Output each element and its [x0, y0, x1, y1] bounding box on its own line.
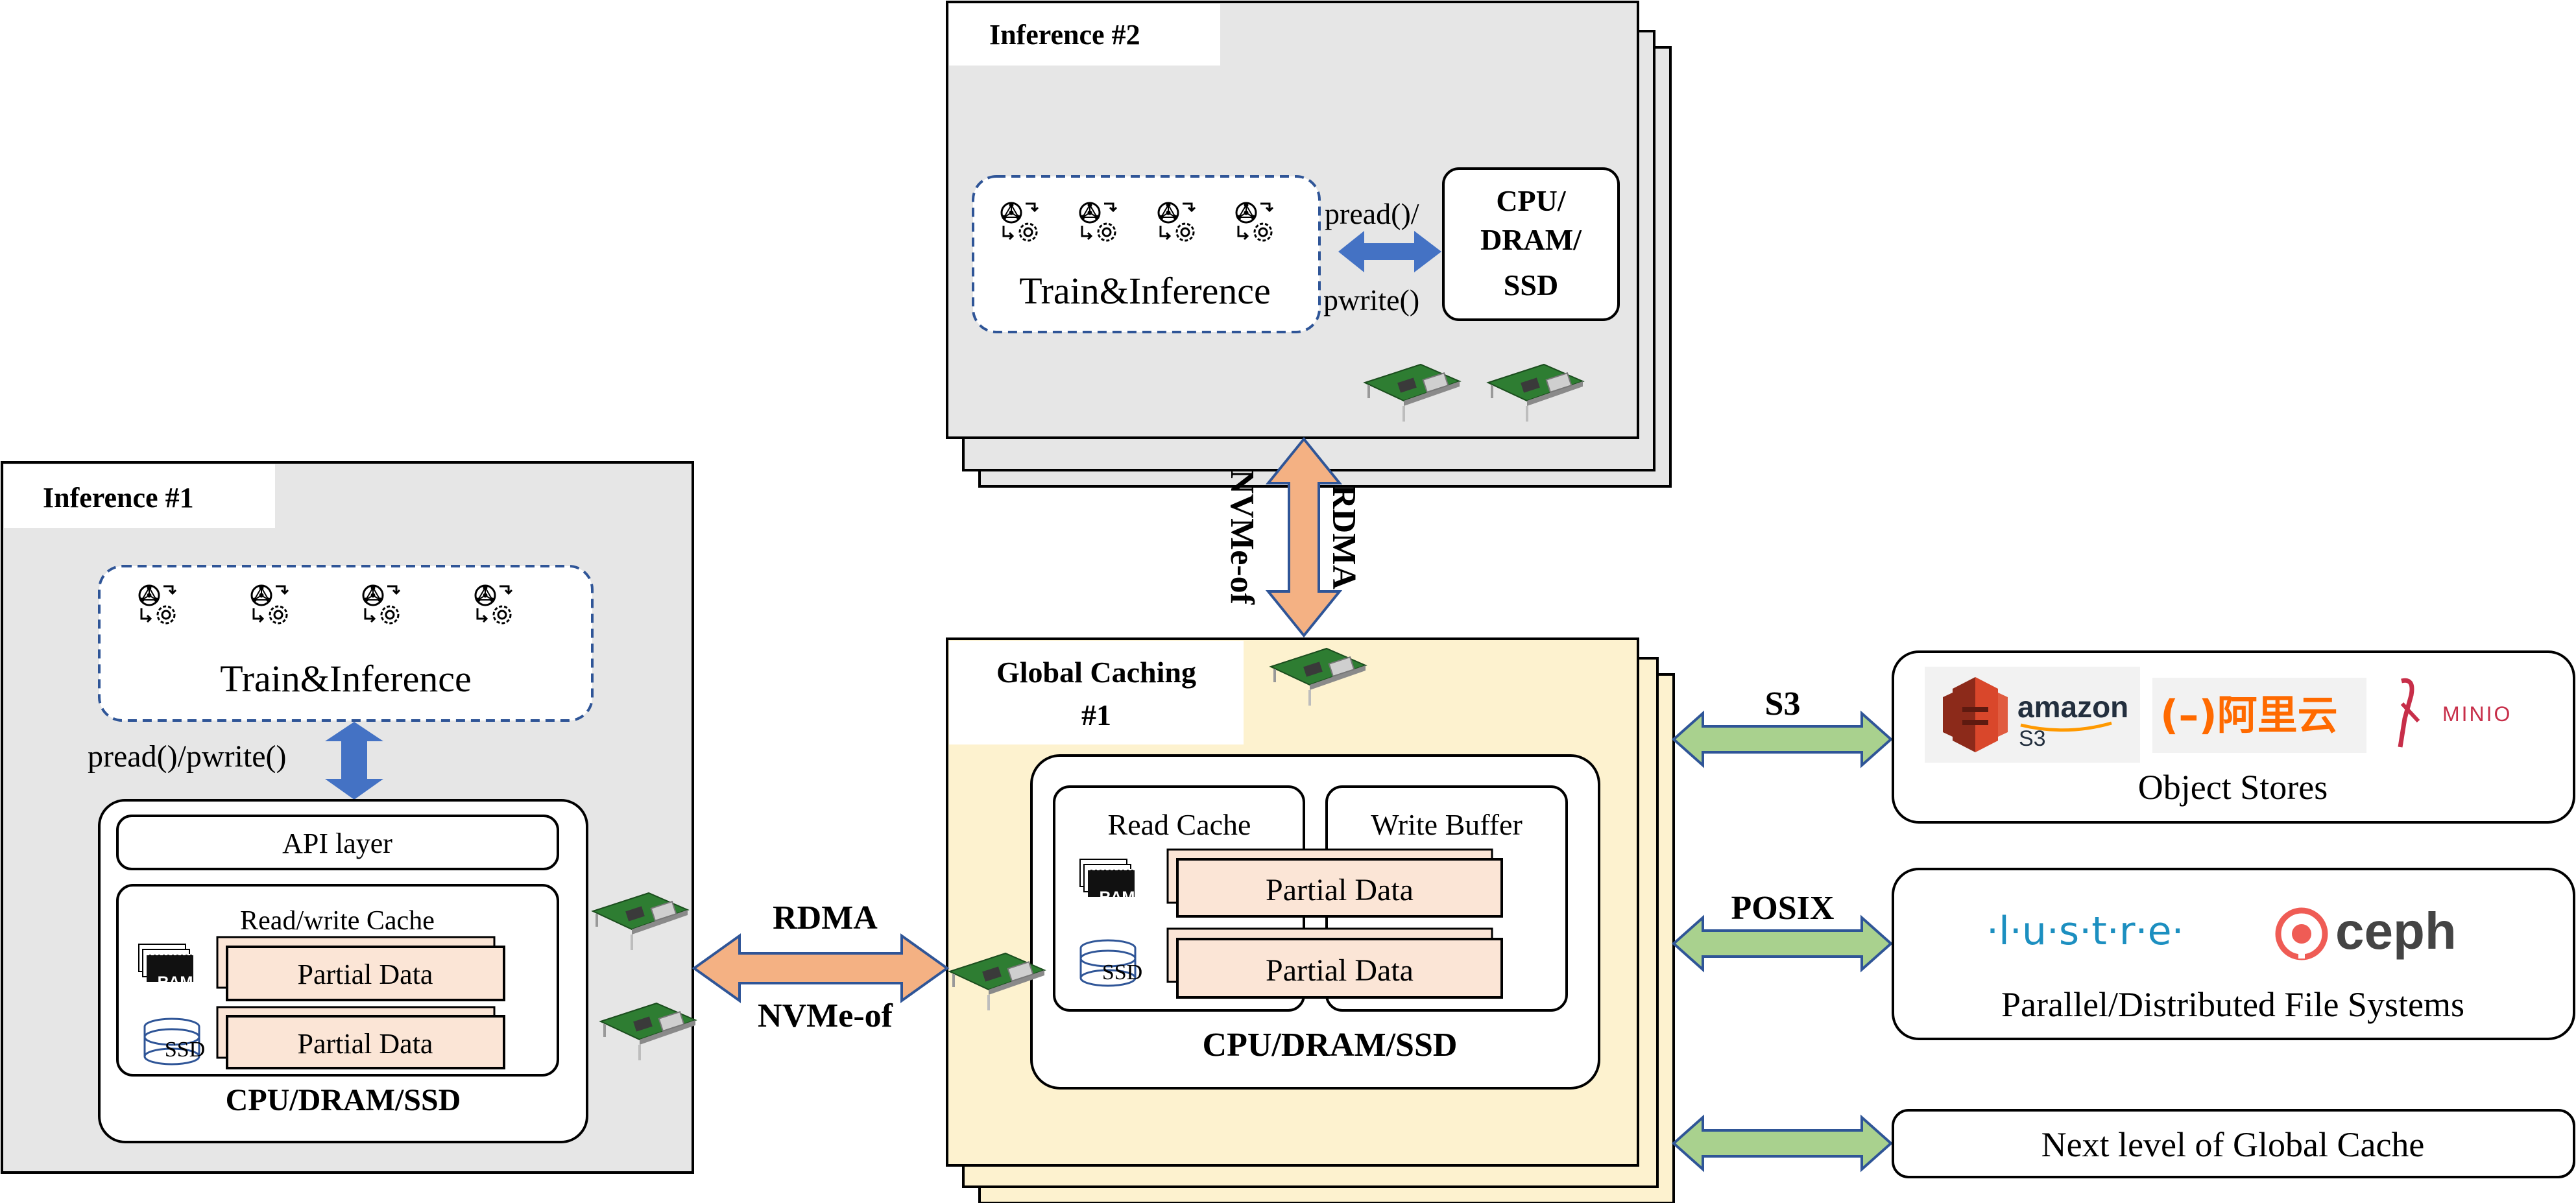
filesystems-box: ·l·u·s·t·r·e· ceph Parallel/Distributed … [1892, 868, 2575, 1040]
object-stores-label: Object Stores [2138, 768, 2328, 807]
rdma-arrow-horizontal [692, 933, 950, 1003]
ssd-label: SSD [1504, 268, 1558, 302]
io-label-bottom-2: pwrite() [1323, 283, 1419, 316]
amazon-s3-logo [1943, 677, 2008, 752]
global-caching-panel: Global Caching #1 Read Cache Write Buffe… [946, 637, 1675, 1203]
amazon-logo-text: amazon [2017, 690, 2128, 724]
object-stores-box: amazon S3 (–)阿里云 MINIO Object Stores [1892, 650, 2575, 824]
inference-1-panel: Inference #1 Train&Inference pread()/pwr… [1, 461, 697, 1174]
nvme-label-vertical: NVMe-of [1223, 470, 1260, 605]
minio-logo-text: MINIO [2442, 702, 2512, 726]
write-buffer-label: Write Buffer [1371, 808, 1523, 841]
partial-data-box [1176, 938, 1503, 999]
train-inference-label-2: Train&Inference [1019, 270, 1271, 312]
rdma-label-horizontal: RDMA [773, 899, 878, 936]
io-arrow-1 [325, 722, 383, 800]
partial-data-box [226, 1015, 505, 1069]
read-write-cache-label: Read/write Cache [240, 906, 435, 936]
api-layer-label: API layer [282, 828, 392, 859]
io-label-top-2: pread()/ [1325, 197, 1419, 230]
aliyun-logo: (–)阿里云 [2160, 691, 2338, 739]
inference-1-title: Inference #1 [43, 482, 194, 514]
train-inference-box-1 [98, 565, 594, 722]
partial-data-label: Partial Data [1266, 873, 1414, 907]
ceph-logo-icon [2275, 907, 2328, 960]
api-layer-box [116, 815, 559, 870]
train-inference-label-1: Train&Inference [220, 658, 472, 700]
partial-data-label: Partial Data [298, 959, 433, 990]
rdma-arrow-vertical [1265, 436, 1343, 638]
ram-label: RAM [158, 973, 193, 991]
read-cache-label: Read Cache [1108, 808, 1251, 841]
rdma-label-vertical: RDMA [1325, 484, 1362, 590]
posix-arrow [1671, 914, 1894, 973]
ssd-label: SSD [165, 1038, 205, 1062]
cpu-dram-ssd-box-2 [1442, 167, 1620, 321]
filesystems-label: Parallel/Distributed File Systems [2001, 985, 2464, 1024]
ram-label: RAM [1100, 888, 1135, 906]
io-label-1: pread()/pwrite() [88, 739, 287, 774]
s3-logo-text: S3 [2019, 726, 2046, 751]
dram-label: DRAM/ [1480, 223, 1582, 256]
cpu-label: CPU/ [1496, 184, 1567, 217]
minio-logo [2398, 678, 2420, 748]
inference-2-title: Inference #2 [989, 19, 1140, 51]
s3-arrow [1671, 710, 1894, 768]
ssd-label: SSD [1102, 960, 1142, 984]
inference-2-panel: Inference #2 Train&Inference pread()/ pw… [946, 1, 1672, 488]
cpu-dram-ssd-label-3: CPU/DRAM/SSD [1203, 1027, 1458, 1064]
posix-label: POSIX [1731, 890, 1835, 927]
next-level-label: Next level of Global Cache [2041, 1125, 2425, 1164]
global-caching-number: #1 [1081, 698, 1111, 732]
partial-data-label: Partial Data [298, 1028, 433, 1060]
partial-data-label: Partial Data [1266, 953, 1414, 988]
nvme-label-horizontal: NVMe-of [758, 997, 893, 1034]
train-inference-box-2 [972, 175, 1321, 333]
s3-label: S3 [1765, 685, 1801, 722]
cpu-dram-ssd-label-1: CPU/DRAM/SSD [226, 1083, 461, 1117]
ceph-logo-text: ceph [2335, 902, 2457, 960]
next-level-box: Next level of Global Cache [1892, 1109, 2575, 1178]
io-arrow-2 [1338, 231, 1441, 272]
partial-data-box [1176, 858, 1503, 918]
global-caching-title: Global Caching [996, 656, 1196, 689]
partial-data-box [226, 946, 505, 1001]
next-level-arrow [1671, 1114, 1894, 1173]
lustre-logo: ·l·u·s·t·r·e· [1986, 909, 2184, 954]
